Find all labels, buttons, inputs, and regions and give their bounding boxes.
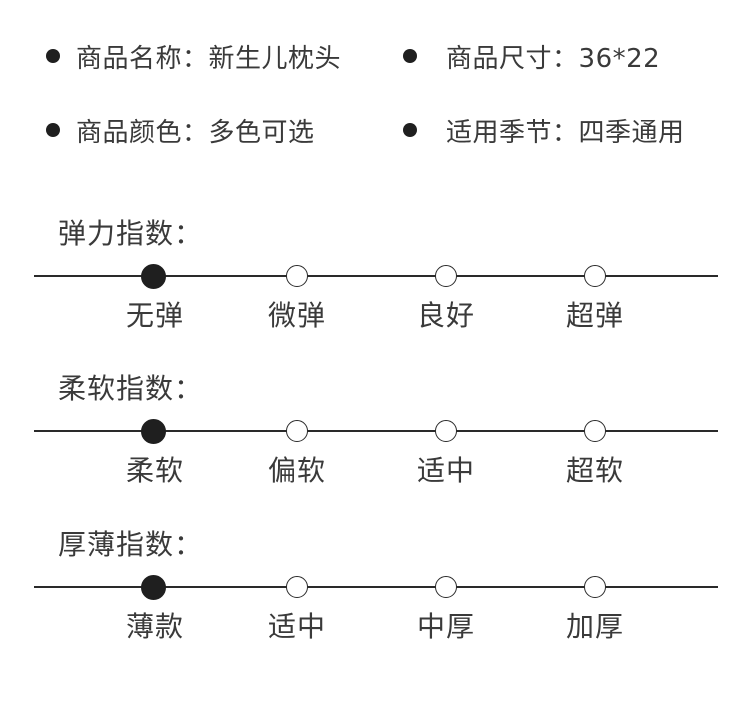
spec-item-name: 商品名称：新生儿枕头 [46,36,341,76]
spec-color-sep: ： [182,117,209,148]
thickness-dot-2[interactable] [435,576,457,598]
softness-option-0: 柔软 [125,454,184,487]
spec-color-value: 多色可选 [208,117,315,148]
spec-row-1: 商品名称：新生儿枕头 商品尺寸：36*22 [0,36,750,76]
softness-dot-1[interactable] [286,420,308,442]
spec-size-sep: ： [552,43,579,74]
thickness-scale: 厚薄指数： 薄款 适中 中厚 加厚 [0,523,750,653]
spec-season-label: 适用季节 [446,117,553,148]
softness-dot-0[interactable] [140,418,166,444]
spec-item-season: 适用季节：四季通用 [403,110,685,150]
thickness-dot-1[interactable] [286,576,308,598]
spec-item-size: 商品尺寸：36*22 [403,36,660,76]
elasticity-line [34,275,718,277]
thickness-option-2: 中厚 [416,610,475,643]
bullet-icon [403,49,417,63]
elasticity-title: 弹力指数： [58,217,204,250]
spec-size-value: 36*22 [578,43,661,74]
thickness-option-3: 加厚 [565,610,624,643]
spec-season-value: 四季通用 [578,117,685,148]
spec-item-color: 商品颜色：多色可选 [46,110,315,150]
elasticity-dot-2[interactable] [435,265,457,287]
thickness-title: 厚薄指数： [58,528,204,561]
softness-dot-2[interactable] [435,420,457,442]
elasticity-dot-3[interactable] [584,265,606,287]
softness-dot-3[interactable] [584,420,606,442]
elasticity-scale: 弹力指数： 无弹 微弹 良好 超弹 [0,212,750,342]
thickness-line [34,586,718,588]
elasticity-option-1: 微弹 [267,299,326,332]
spec-size-label: 商品尺寸 [446,43,553,74]
spec-size-text: 商品尺寸：36*22 [446,38,660,75]
spec-color-label: 商品颜色 [76,117,183,148]
spec-color-text: 商品颜色：多色可选 [76,112,315,149]
softness-line [34,430,718,432]
softness-scale: 柔软指数： 柔软 偏软 适中 超软 [0,367,750,497]
spec-name-value: 新生儿枕头 [208,43,342,74]
spec-row-2: 商品颜色：多色可选 适用季节：四季通用 [0,110,750,150]
thickness-option-0: 薄款 [125,610,184,643]
spec-name-label: 商品名称 [76,43,183,74]
softness-option-2: 适中 [416,454,475,487]
bullet-icon [46,49,60,63]
elasticity-dot-0[interactable] [140,263,166,289]
thickness-dot-3[interactable] [584,576,606,598]
elasticity-dot-1[interactable] [286,265,308,287]
elasticity-option-0: 无弹 [125,299,184,332]
spec-season-sep: ： [552,117,579,148]
thickness-dot-0[interactable] [140,574,166,600]
elasticity-option-3: 超弹 [565,299,624,332]
bullet-icon [403,123,417,137]
thickness-option-1: 适中 [267,610,326,643]
bullet-icon [46,123,60,137]
spec-season-text: 适用季节：四季通用 [446,112,685,149]
elasticity-option-2: 良好 [416,299,475,332]
softness-option-3: 超软 [565,454,624,487]
spec-name-sep: ： [182,43,209,74]
spec-name-text: 商品名称：新生儿枕头 [76,38,341,75]
softness-title: 柔软指数： [58,372,204,405]
softness-option-1: 偏软 [267,454,326,487]
